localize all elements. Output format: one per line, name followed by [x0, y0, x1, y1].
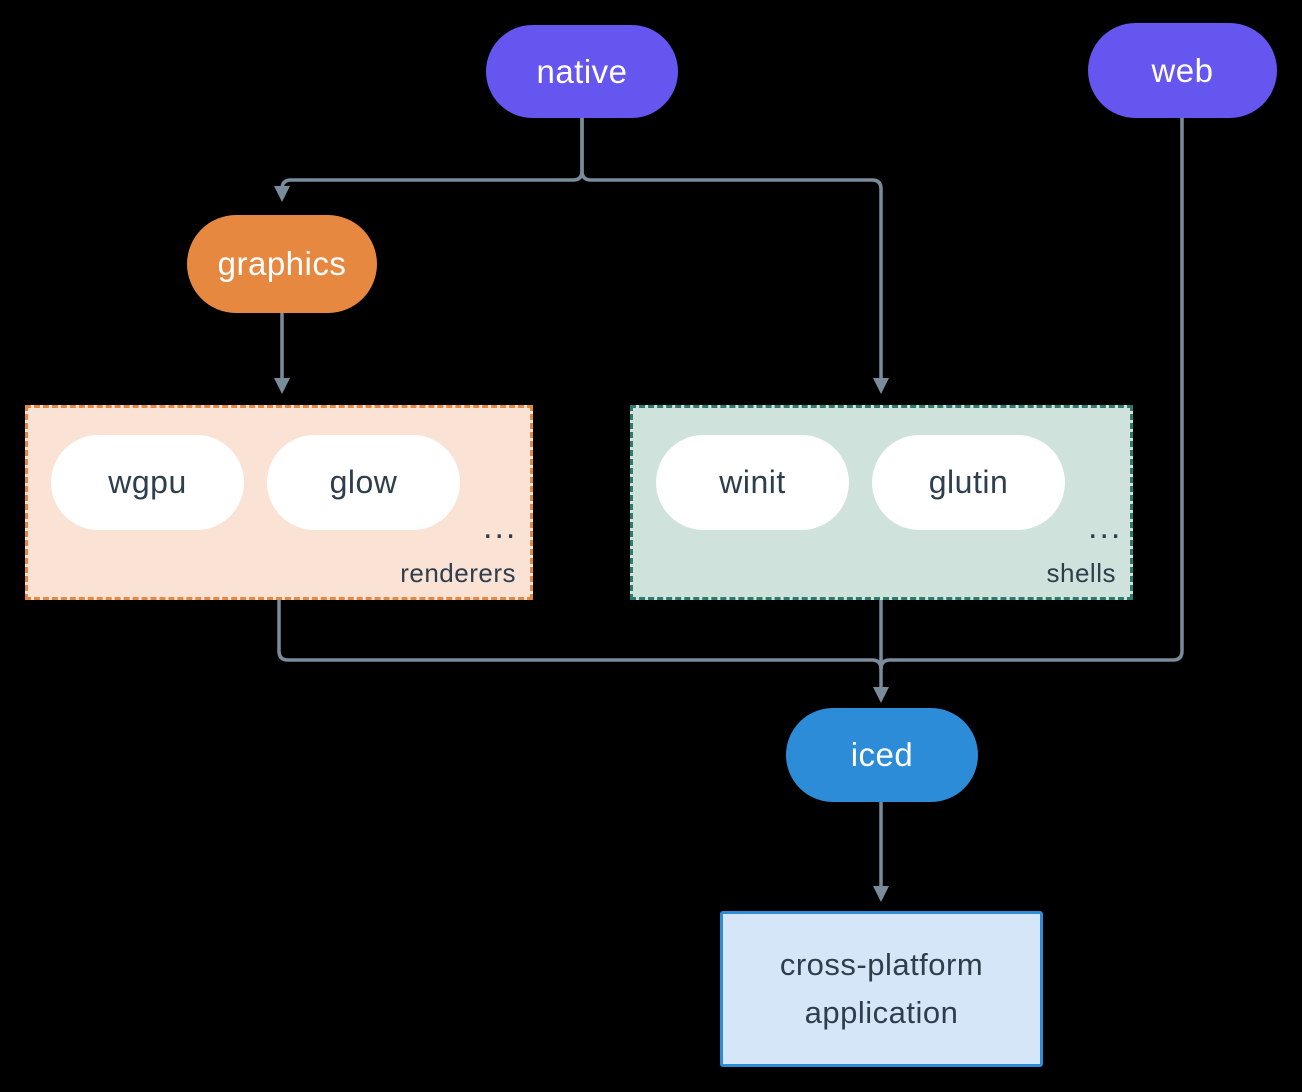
node-web-label: web	[1151, 51, 1214, 89]
node-glutin: glutin	[872, 435, 1065, 530]
node-iced: iced	[786, 708, 978, 802]
renderers-group-label: renderers	[400, 558, 516, 588]
edge-renderers-to-merge	[277, 600, 883, 670]
app-label-line2: application	[804, 995, 959, 1030]
node-glutin-label: glutin	[928, 464, 1009, 500]
node-glow-label: glow	[329, 464, 398, 500]
node-wgpu-label: wgpu	[108, 464, 187, 500]
app-label-line1: cross-platform	[779, 946, 984, 982]
node-native-label: native	[536, 52, 628, 90]
group-shells: winit glutin ... shells	[630, 405, 1133, 600]
shells-group-label: shells	[1046, 558, 1116, 588]
node-graphics-label: graphics	[217, 245, 347, 282]
edge-native-to-shells	[580, 118, 890, 395]
node-winit: winit	[656, 435, 849, 530]
group-renderers: wgpu glow ... renderers	[25, 405, 533, 600]
node-web: web	[1088, 23, 1277, 118]
node-graphics: graphics	[187, 215, 377, 313]
node-iced-label: iced	[850, 736, 914, 773]
node-wgpu: wgpu	[51, 435, 244, 530]
node-native: native	[486, 25, 678, 118]
shells-ellipsis: ...	[1088, 507, 1123, 546]
edge-native-to-graphics	[273, 118, 584, 203]
node-glow: glow	[267, 435, 460, 530]
node-cross-platform-application: cross-platform application	[720, 911, 1043, 1067]
node-winit-label: winit	[719, 464, 786, 500]
renderers-ellipsis: ...	[483, 507, 518, 546]
